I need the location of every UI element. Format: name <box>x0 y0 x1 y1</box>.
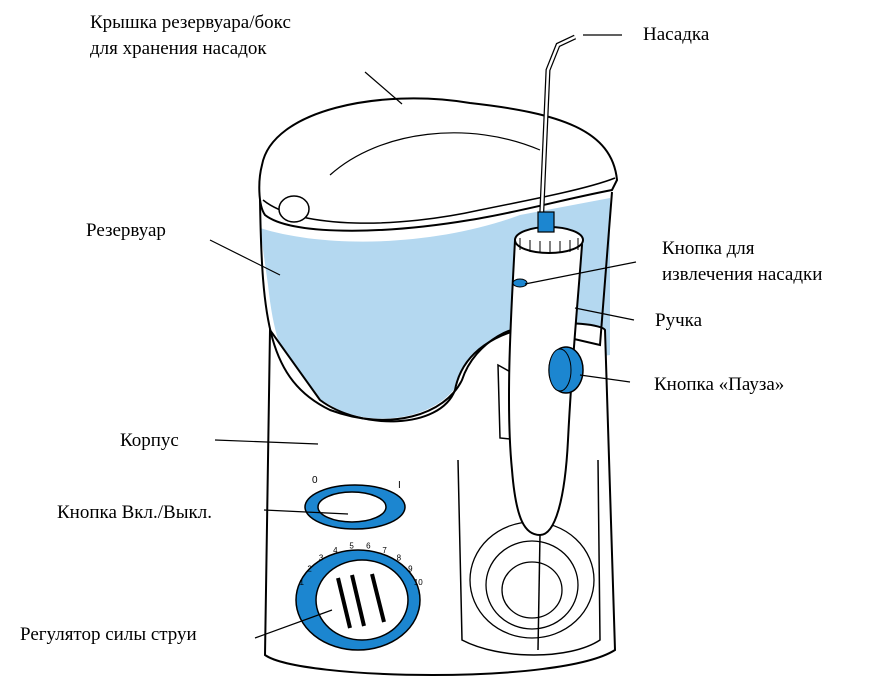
power-button-face <box>317 491 387 523</box>
lid-shape <box>258 97 619 232</box>
pressure-scale-mark: 4 <box>333 546 338 555</box>
label-pressure: Регулятор силы струи <box>20 624 197 645</box>
pressure-scale-mark: 1 <box>299 578 304 587</box>
leader-reservoir <box>209 239 281 276</box>
pressure-scale-mark: 6 <box>366 542 371 551</box>
leader-pause <box>579 374 631 383</box>
lid-latch <box>278 195 310 223</box>
leader-lid <box>364 71 403 105</box>
label-tip: Насадка <box>643 24 710 45</box>
hose-coil-mid <box>485 540 579 630</box>
pressure-dial-grip <box>336 573 386 629</box>
hose-compartment <box>457 459 601 656</box>
power-mark-off: 0 <box>312 475 318 486</box>
hose-coil-inner <box>501 561 563 619</box>
pressure-scale-mark: 10 <box>414 578 423 587</box>
label-pause: Кнопка «Пауза» <box>654 374 785 395</box>
label-power: Кнопка Вкл./Выкл. <box>57 502 212 523</box>
pressure-scale-mark: 3 <box>319 554 324 563</box>
pressure-scale-mark: 8 <box>397 554 402 563</box>
pressure-scale-mark: 2 <box>307 565 312 574</box>
pause-button-face <box>548 348 572 392</box>
leader-handle <box>574 307 635 321</box>
leader-pressure <box>254 609 333 639</box>
label-reservoir: Резервуар <box>86 220 166 241</box>
hose <box>537 534 541 651</box>
tip-shaft-fill <box>539 35 576 231</box>
pressure-dial-face <box>315 559 409 641</box>
pressure-scale-mark: 7 <box>382 546 387 555</box>
reservoir-outline <box>259 191 613 421</box>
pressure-scale-mark: 9 <box>408 565 413 574</box>
label-eject: Кнопка для извлечения насадки <box>662 238 823 285</box>
pressure-scale-mark: 5 <box>349 542 354 551</box>
leader-eject <box>524 261 637 285</box>
handle-collar-ridges <box>519 238 579 253</box>
leader-power <box>263 509 349 515</box>
power-mark-on: I <box>398 480 401 491</box>
label-handle: Ручка <box>655 310 702 331</box>
label-lid: Крышка резервуара/бокс для хранения наса… <box>90 12 291 59</box>
tip-base <box>537 211 555 233</box>
leader-body <box>214 439 319 445</box>
eject-button <box>512 278 528 288</box>
lid-ridge <box>329 132 541 176</box>
label-body: Корпус <box>120 430 179 451</box>
